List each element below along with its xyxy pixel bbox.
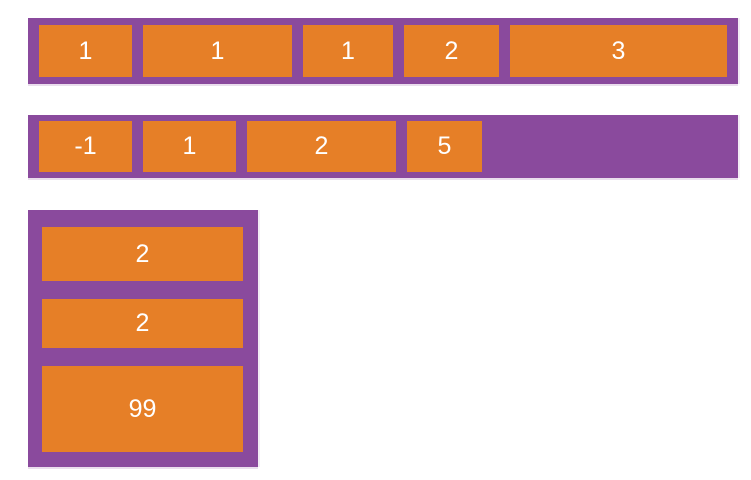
flex-item: 1	[143, 121, 236, 172]
flex-item: 2	[247, 121, 396, 172]
flex-item: 2	[42, 299, 243, 348]
flex-item: 2	[404, 25, 499, 77]
flex-item: 1	[143, 25, 292, 77]
flex-item: 1	[303, 25, 393, 77]
flex-item: 5	[407, 121, 482, 172]
flex-item: -1	[39, 121, 132, 172]
flex-item: 2	[42, 227, 243, 281]
flex-item: 1	[39, 25, 132, 77]
flex-item: 99	[42, 366, 243, 452]
flex-container-column: 2 2 99	[28, 210, 258, 467]
flex-item: 3	[510, 25, 727, 77]
